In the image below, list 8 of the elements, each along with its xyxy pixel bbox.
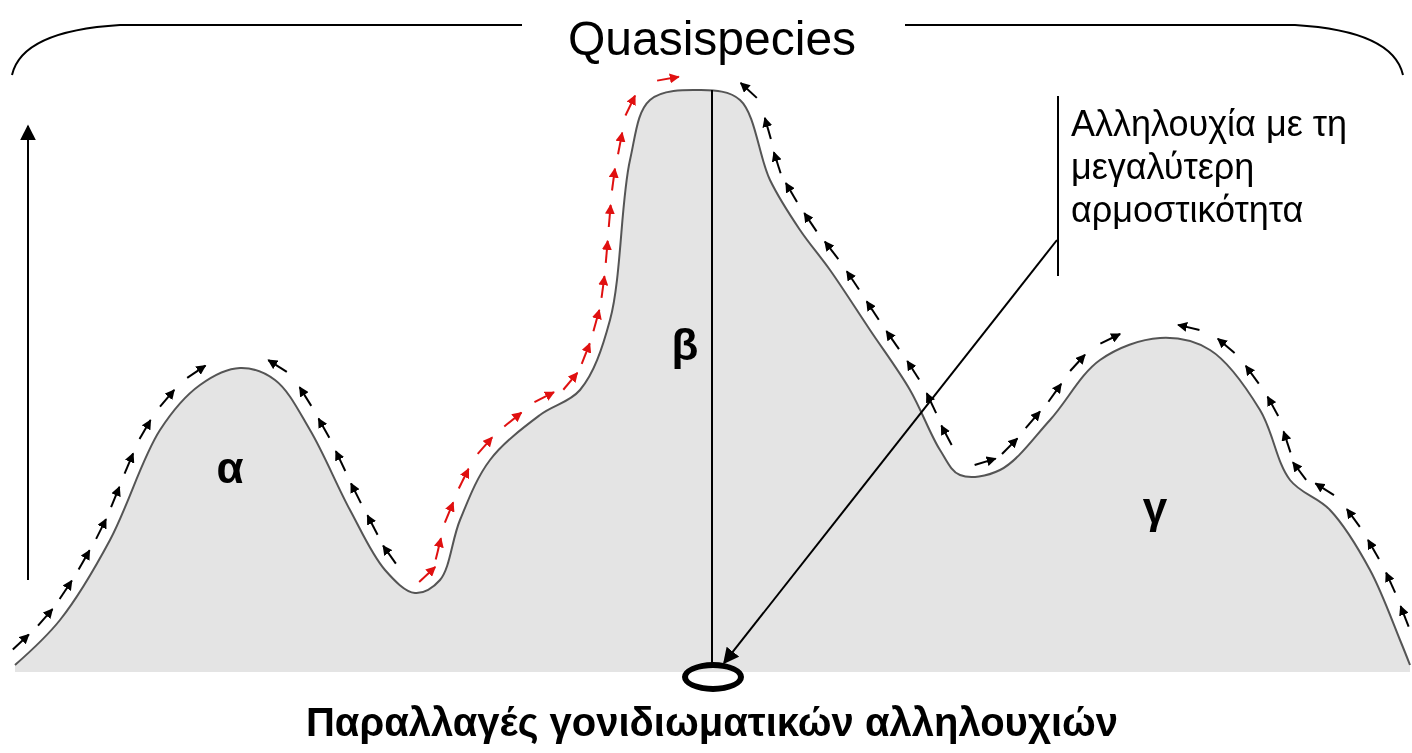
leader-line [723, 239, 1058, 665]
peak-label: α [216, 443, 244, 493]
title: Quasispecies [567, 10, 857, 66]
peak-label: γ [1142, 483, 1168, 533]
axis-caption: Παραλλαγές γονιδιωματικών αλληλουχιών [305, 699, 1119, 745]
callout-text: Αλληλουχία με τη μεγαλύτερη αρμοστικότητα [1057, 96, 1372, 276]
sequence-ellipse [682, 662, 744, 692]
peak-label: β [671, 320, 699, 370]
